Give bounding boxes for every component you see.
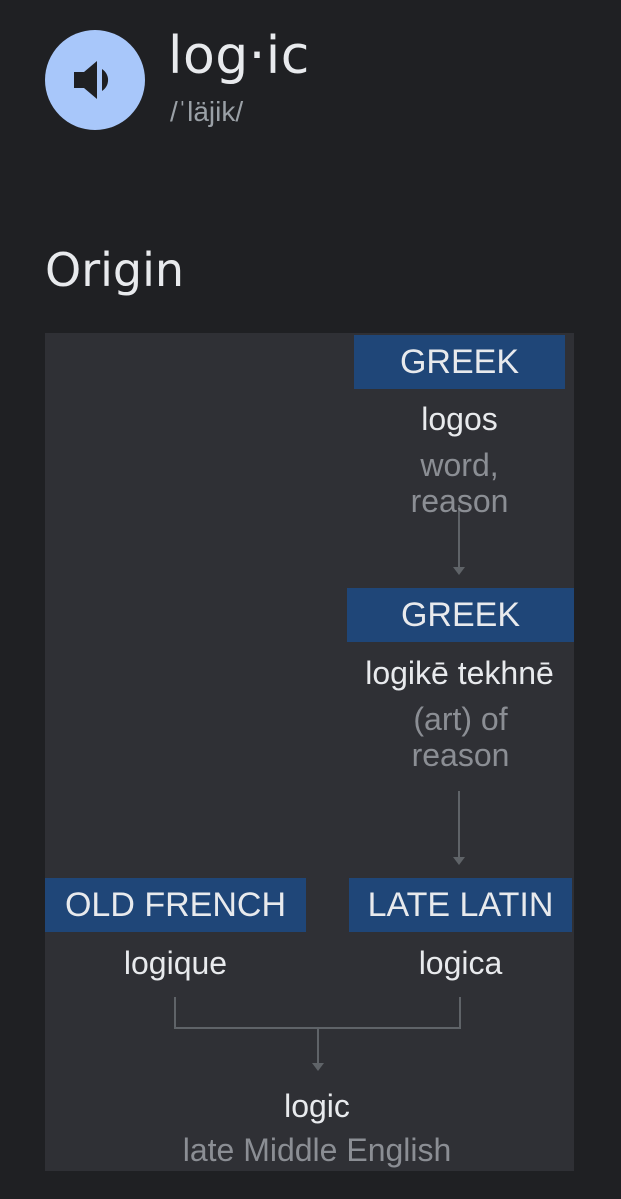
language-label-old-french: OLD FRENCH (45, 878, 306, 932)
gloss-logike-line2: reason (411, 737, 510, 773)
gloss-late-middle-english: late Middle English (182, 1132, 452, 1168)
term-logic: logic (284, 1088, 350, 1124)
term-logica: logica (418, 945, 503, 981)
term-logike-tekhne: logikē tekhnē (365, 655, 554, 691)
term-logique: logique (123, 945, 228, 981)
pronunciation-button[interactable] (45, 30, 145, 130)
language-label-greek: GREEK (347, 588, 574, 642)
origin-heading: Origin (45, 243, 185, 297)
gloss-logos-line1: word, (420, 447, 499, 483)
language-label-greek: GREEK (354, 335, 565, 389)
gloss-logos-line2: reason (410, 483, 509, 519)
gloss-logike-line1: (art) of (413, 701, 508, 737)
speaker-icon (74, 61, 109, 99)
term-logos: logos (421, 401, 498, 437)
headword: log·ic (168, 26, 310, 86)
phonetic-spelling: /ˈläjik/ (170, 96, 244, 127)
etymology-connectors (174, 505, 465, 1071)
language-label-late-latin: LATE LATIN (349, 878, 572, 932)
etymology-diagram: GREEK logos word, reason GREEK logikē te… (45, 333, 574, 1171)
